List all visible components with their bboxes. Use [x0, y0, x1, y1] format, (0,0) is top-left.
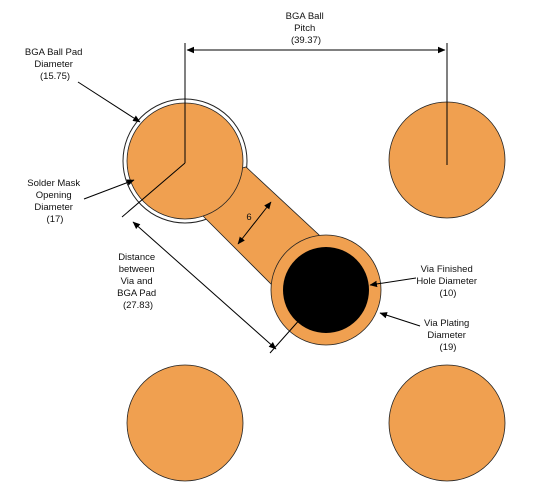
- solder-mask-label: Solder Mask Opening Diameter (17): [27, 178, 82, 225]
- pitch-dimension: [184, 43, 448, 165]
- distance-dimension-line: [132, 221, 277, 350]
- distance-label: Distance between Via and BGA Pad (27.83): [117, 252, 159, 311]
- via-hole-label: Via Finished Hole Diameter (10): [416, 264, 479, 299]
- pad-diameter-leader: [77, 81, 141, 123]
- bga-pad-bottom-right: [388, 364, 506, 482]
- solder-mask-leader: [83, 179, 135, 200]
- via-plating-leader: [379, 312, 421, 327]
- bga-pad-bottom-left: [126, 364, 244, 482]
- via-plating-label: Via Plating Diameter (19): [424, 318, 472, 353]
- via-extension-line: [269, 289, 327, 354]
- pad-radius-line: [121, 162, 186, 218]
- pitch-label: BGA Ball Pitch (39.37): [286, 11, 327, 46]
- pad-diameter-label: BGA Ball Pad Diameter (15.75): [25, 47, 85, 82]
- via-hole-leader: [369, 277, 417, 288]
- trace-width-label: 6: [246, 212, 251, 223]
